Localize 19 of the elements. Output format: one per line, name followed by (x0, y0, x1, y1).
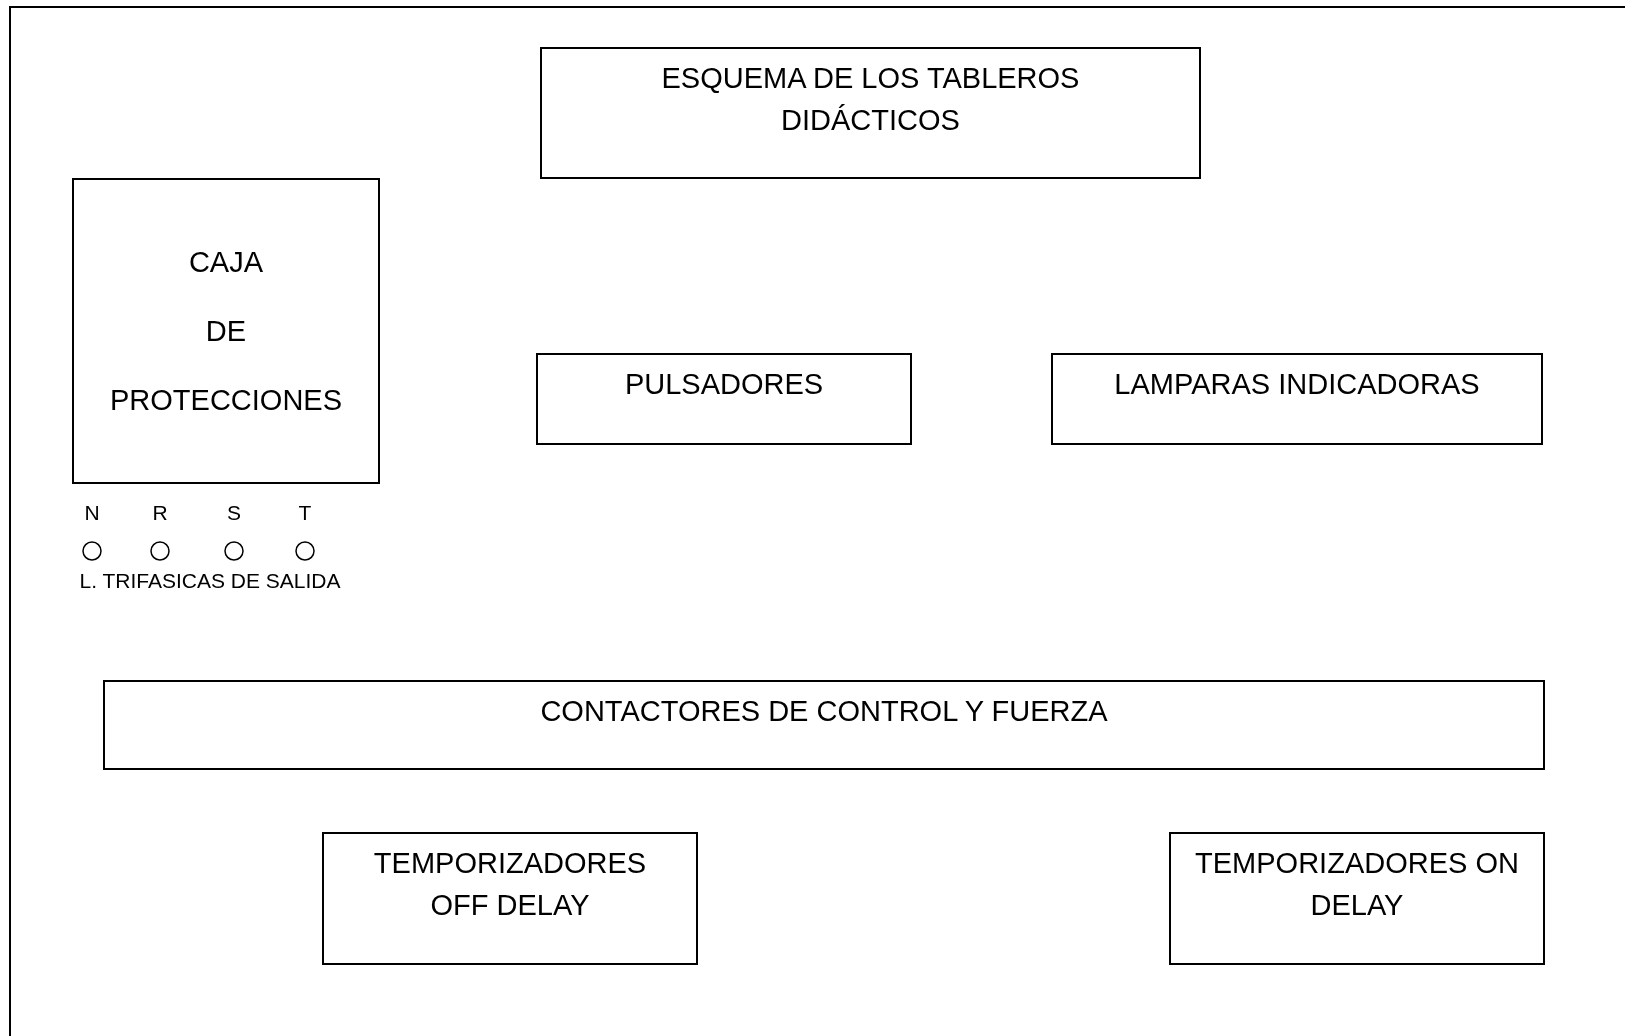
component-box (1169, 832, 1545, 965)
box-label: PULSADORES (624, 367, 824, 402)
terminal-label: T (297, 500, 313, 526)
terminal-label: N (83, 500, 101, 526)
box-label: CONTACTORES DE CONTROL Y FUERZA (540, 694, 1108, 729)
component-box (103, 680, 1545, 770)
component-box (536, 353, 912, 445)
component-box (1051, 353, 1543, 445)
box-label: TEMPORIZADORES OFF DELAY (372, 846, 648, 923)
component-box (72, 178, 380, 484)
box-label: TEMPORIZADORES ON DELAY (1194, 846, 1520, 923)
box-label: CAJA DE PROTECCIONES (110, 244, 342, 418)
terminal-label: R (151, 500, 169, 526)
terminal-label: S (226, 500, 242, 526)
component-box (322, 832, 698, 965)
component-box (540, 47, 1201, 179)
box-label: ESQUEMA DE LOS TABLEROS DIDÁCTICOS (660, 61, 1081, 138)
box-label: LAMPARAS INDICADORAS (1114, 367, 1480, 402)
terminal-label: L. TRIFASICAS DE SALIDA (78, 568, 342, 594)
